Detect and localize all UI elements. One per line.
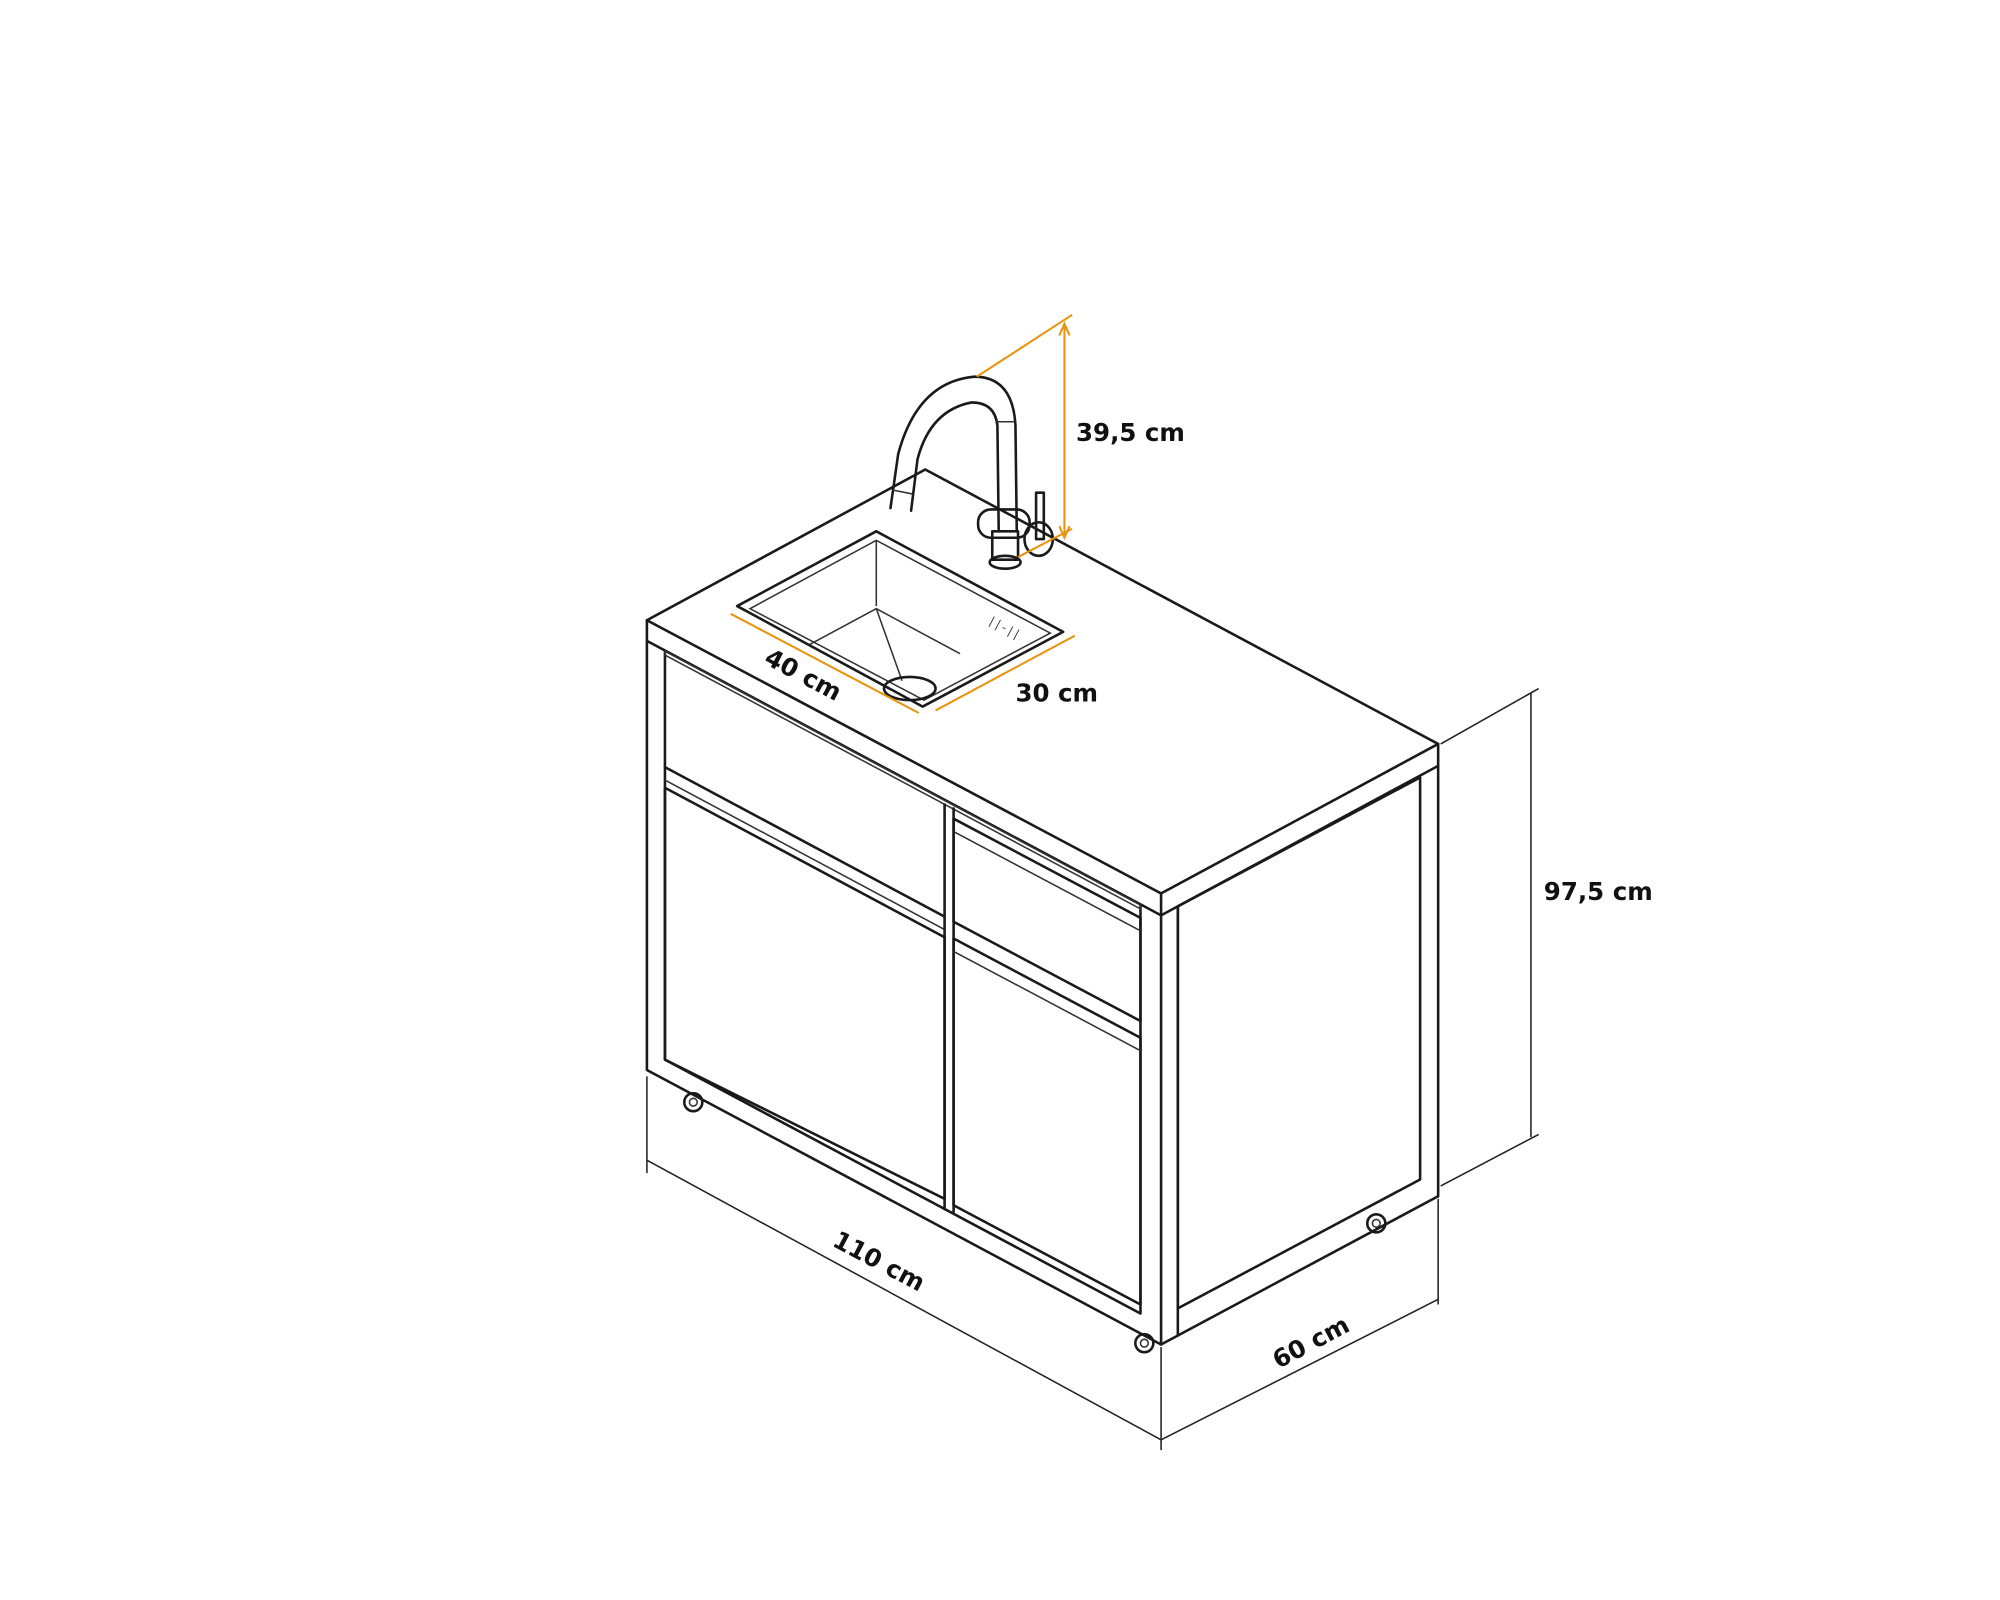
upper-drawer[interactable] [664,649,1142,911]
front-frame [645,639,1163,1346]
svg-text:||-||: ||-|| [986,613,1023,642]
dimension-labels: 39,5 cm 40 cm 30 cm 97,5 cm 110 cm 60 cm [760,418,1653,1374]
cabinet [645,468,1440,1354]
side-panel [1176,776,1422,1310]
faucet [889,375,1055,570]
sink-depth-label: 30 cm [1015,678,1098,707]
right-drawer[interactable] [952,817,1142,1023]
dimension-lines [646,313,1540,1451]
side-frame [1159,764,1440,1346]
cabinet-height-label: 97,5 cm [1544,877,1653,906]
drain [882,675,937,702]
left-door[interactable] [663,786,946,1201]
caster-wheels [682,1091,1387,1354]
faucet-height-label: 39,5 cm [1076,418,1185,447]
right-door[interactable] [952,937,1142,1306]
